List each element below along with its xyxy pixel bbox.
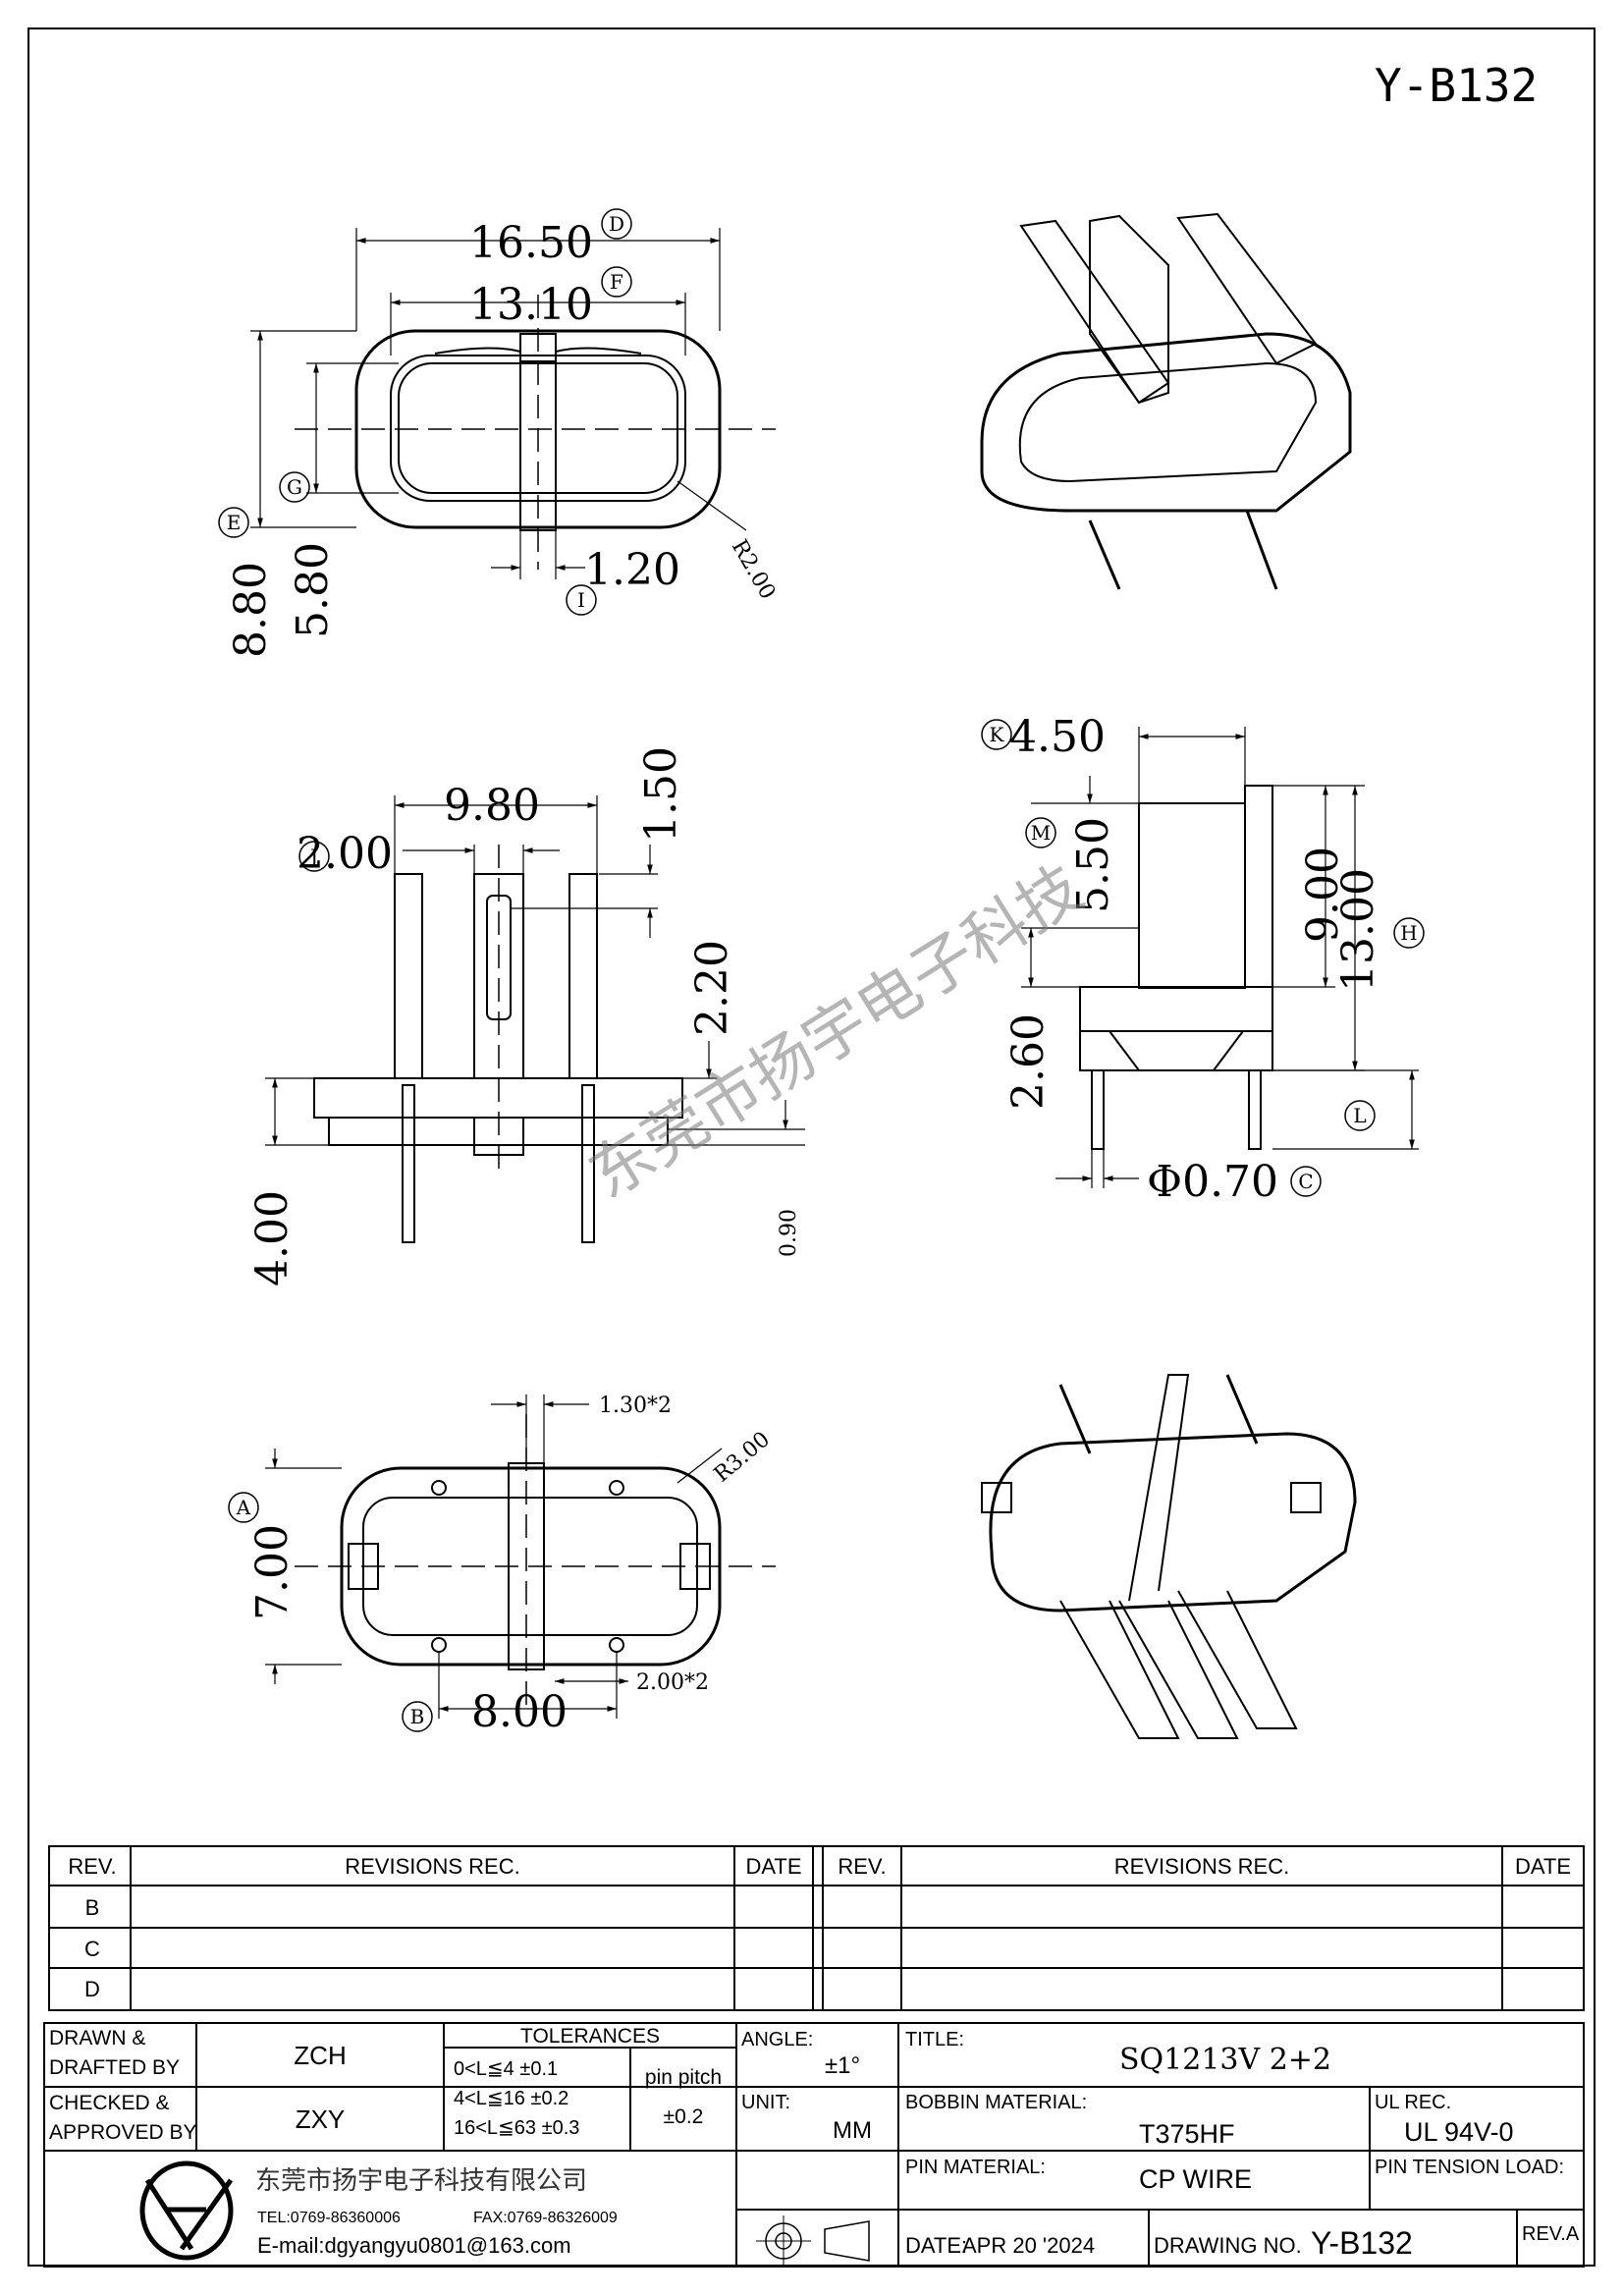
revisions-rec-header: REVISIONS REC. <box>345 1854 520 1879</box>
dim-5-80: 5.80 <box>288 542 338 638</box>
callout-i: I <box>577 588 585 612</box>
pin-material-value: CP WIRE <box>1139 2164 1253 2194</box>
ul-rec-value: UL 94V-0 <box>1404 2117 1514 2147</box>
callout-e: E <box>227 511 242 534</box>
title-label: TITLE: <box>905 2029 965 2050</box>
top-view <box>250 228 776 579</box>
side-view <box>1021 727 1419 1188</box>
unit-label: UNIT: <box>741 2092 790 2113</box>
tolerance-3: 16<L≦63 ±0.3 <box>454 2117 580 2139</box>
company-email: E-mail:dgyangyu0801@163.com <box>257 2233 571 2258</box>
drawn-value: ZCH <box>294 2041 347 2070</box>
dim-7-00: 7.00 <box>247 1524 298 1620</box>
callout-k: K <box>990 723 1005 746</box>
dim-phi-0-70: Φ0.70 <box>1147 1157 1278 1207</box>
date-value: APR 20 '2024 <box>962 2233 1096 2258</box>
bobbin-material-label: BOBBIN MATERIAL: <box>905 2092 1088 2113</box>
dim-8-80: 8.80 <box>226 562 276 658</box>
drawn-label-2: DRAFTED BY <box>49 2056 181 2079</box>
title-block-grid <box>43 1845 1585 2268</box>
date-header-2: DATE <box>1514 1854 1572 1879</box>
checked-label-2: APPROVED BY <box>49 2121 197 2144</box>
dim-16-50: 16.50 <box>469 218 593 268</box>
dim-0-90: 0.90 <box>777 1209 801 1257</box>
dim-13-00: 13.00 <box>1333 868 1383 992</box>
date-header: DATE <box>745 1854 802 1879</box>
callout-g: G <box>287 475 302 499</box>
pin-material-label: PIN MATERIAL: <box>905 2157 1046 2178</box>
drawing-no-label: DRAWING NO. <box>1154 2233 1302 2258</box>
rev-row-b: B <box>84 1895 100 1920</box>
ul-rec-label: UL REC. <box>1375 2092 1452 2113</box>
callout-d: D <box>609 212 624 236</box>
company-name: 东莞市扬宇电子科技有限公司 <box>255 2165 588 2195</box>
company-tel: TEL:0769-86360006 <box>257 2210 401 2226</box>
angle-label: ANGLE: <box>741 2029 814 2050</box>
dim-r3-00: R3.00 <box>710 1427 775 1487</box>
rev-row-c: C <box>84 1937 100 1961</box>
dim-1-30x2: 1.30*2 <box>599 1394 672 1418</box>
dim-1-50: 1.50 <box>636 746 686 843</box>
bobbin-material-value: T375HF <box>1139 2119 1235 2149</box>
pin-pitch-value: ±0.2 <box>663 2105 704 2128</box>
rev-value: REV.A <box>1522 2223 1580 2245</box>
iso-view-bottom <box>981 1374 1357 1739</box>
dim-9-80: 9.80 <box>444 781 540 831</box>
checked-label-1: CHECKED & <box>49 2092 170 2114</box>
dim-2-60: 2.60 <box>1003 1013 1054 1110</box>
iso-view-top <box>980 212 1352 590</box>
drawing-number-top: Y-B132 <box>1375 59 1539 112</box>
dim-8-00: 8.00 <box>471 1687 568 1737</box>
pin-pitch-label: pin pitch <box>644 2066 723 2089</box>
drawn-label-1: DRAWN & <box>49 2027 146 2050</box>
dim-5-50: 5.50 <box>1068 817 1118 913</box>
unit-value: MM <box>833 2117 872 2144</box>
dim-13-10: 13.10 <box>469 280 593 330</box>
dim-2-20: 2.20 <box>687 940 737 1036</box>
callouts: D F E G I J K M H L C A B <box>218 208 1425 1732</box>
dim-2-00x2: 2.00*2 <box>636 1670 709 1695</box>
callout-j: J <box>308 845 318 868</box>
checked-value: ZXY <box>295 2105 346 2134</box>
tolerances-label: TOLERANCES <box>520 2025 660 2048</box>
front-view <box>265 795 805 1243</box>
callout-f: F <box>610 270 623 294</box>
bottom-view <box>265 1394 776 1719</box>
date-label: DATE: <box>905 2233 968 2258</box>
company-fax: FAX:0769-86326009 <box>473 2210 618 2226</box>
dim-9-00: 9.00 <box>1298 847 1348 943</box>
dim-r2-00: R2.00 <box>727 536 780 604</box>
tolerance-1: 0<L≦4 ±0.1 <box>454 2058 559 2080</box>
rev-header: REV. <box>68 1854 117 1879</box>
callout-c: C <box>1298 1170 1313 1193</box>
drawing-no-value: Y-B132 <box>1311 2225 1413 2261</box>
tolerance-2: 4<L≦16 ±0.2 <box>454 2088 569 2109</box>
dim-1-20: 1.20 <box>584 545 680 595</box>
rev-header-2: REV. <box>838 1854 887 1879</box>
pin-tension-label: PIN TENSION LOAD: <box>1375 2157 1565 2178</box>
dim-4-50: 4.50 <box>1009 712 1106 762</box>
callout-a: A <box>236 1496 251 1519</box>
rev-row-d: D <box>84 1977 100 2001</box>
callout-b: B <box>410 1705 425 1728</box>
revisions-rec-header-2: REVISIONS REC. <box>1113 1854 1290 1879</box>
dim-4-00: 4.00 <box>247 1190 298 1286</box>
title-value: SQ1213V 2+2 <box>1119 2043 1332 2077</box>
callout-m: M <box>1031 821 1051 845</box>
angle-value: ±1° <box>825 2052 861 2079</box>
callout-h: H <box>1400 921 1417 945</box>
callout-l: L <box>1353 1104 1366 1127</box>
